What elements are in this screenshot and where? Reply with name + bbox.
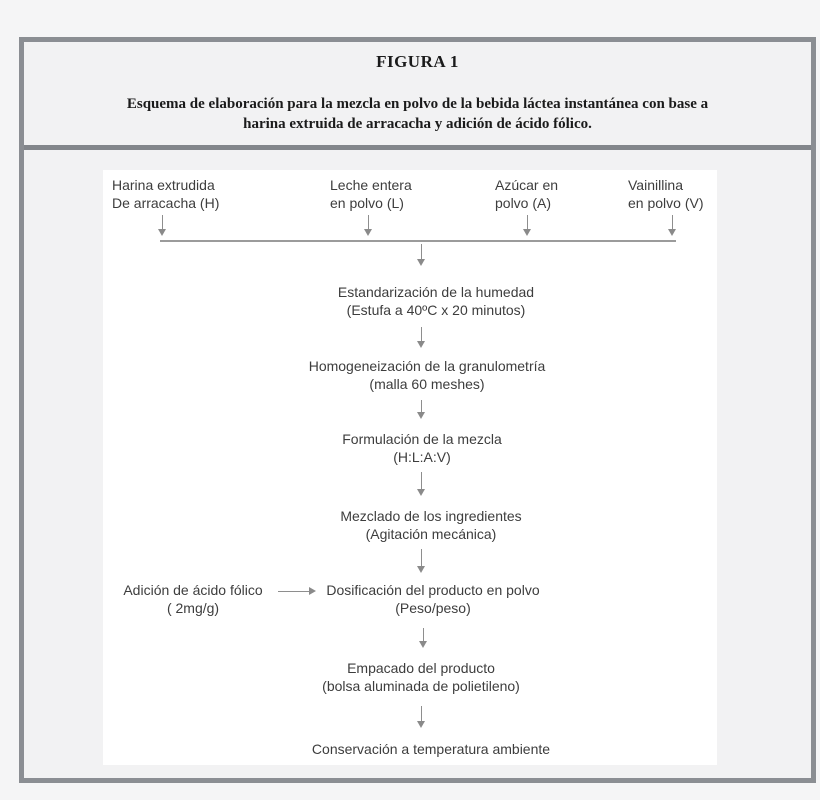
down-arrow-icon bbox=[419, 628, 427, 648]
step-mezclado: Mezclado de los ingredientes (Agitación … bbox=[340, 507, 521, 543]
down-arrow-icon bbox=[417, 706, 425, 728]
figure-header: FIGURA 1 Esquema de elaboración para la … bbox=[24, 42, 811, 150]
figure-title: FIGURA 1 bbox=[376, 52, 459, 71]
input-vainillina-line1: Vainillina bbox=[628, 177, 683, 193]
step-empacado-line2: (bolsa aluminada de polietileno) bbox=[322, 678, 520, 694]
figure-frame: FIGURA 1 Esquema de elaboración para la … bbox=[19, 37, 816, 783]
side-input-acido-folico: Adición de ácido fólico ( 2mg/g) bbox=[113, 581, 273, 617]
input-leche: Leche entera en polvo (L) bbox=[330, 176, 412, 212]
step-mezclado-line1: Mezclado de los ingredientes bbox=[340, 508, 522, 524]
step-mezclado-line2: (Agitación mecánica) bbox=[365, 526, 497, 542]
right-arrow-icon bbox=[278, 587, 316, 595]
step-homogeneizacion: Homogeneización de la granulometría (mal… bbox=[309, 357, 546, 393]
step-homogeneizacion-line2: (malla 60 meshes) bbox=[369, 376, 485, 392]
down-arrow-icon bbox=[417, 327, 425, 348]
figure-caption-line2: harina extruida de arracacha y adición d… bbox=[243, 116, 592, 132]
input-azucar-line1: Azúcar en bbox=[495, 177, 559, 193]
collector-line bbox=[160, 240, 676, 242]
step-homogeneizacion-line1: Homogeneización de la granulometría bbox=[308, 358, 546, 374]
step-formulacion-line1: Formulación de la mezcla bbox=[342, 431, 502, 447]
input-azucar: Azúcar en polvo (A) bbox=[495, 176, 558, 212]
input-leche-line2: en polvo (L) bbox=[330, 195, 404, 211]
input-vainillina-line2: en polvo (V) bbox=[628, 195, 704, 211]
down-arrow-icon bbox=[364, 215, 372, 236]
step-dosificacion-line1: Dosificación del producto en polvo bbox=[326, 582, 540, 598]
step-estandarizacion-line1: Estandarización de la humedad bbox=[337, 284, 535, 300]
step-formulacion: Formulación de la mezcla (H:L:A:V) bbox=[342, 430, 502, 466]
side-input-line1: Adición de ácido fólico bbox=[123, 582, 263, 598]
step-dosificacion: Dosificación del producto en polvo (Peso… bbox=[326, 581, 539, 617]
input-harina-line1: Harina extrudida bbox=[112, 177, 215, 193]
down-arrow-icon bbox=[417, 549, 425, 573]
step-dosificacion-line2: (Peso/peso) bbox=[395, 600, 471, 616]
input-vainillina: Vainillina en polvo (V) bbox=[628, 176, 703, 212]
down-arrow-icon bbox=[523, 215, 531, 236]
input-leche-line1: Leche entera bbox=[330, 177, 412, 193]
step-conservacion: Conservación a temperatura ambiente bbox=[312, 740, 550, 758]
input-harina-line2: De arracacha (H) bbox=[112, 195, 220, 211]
step-empacado-line1: Empacado del producto bbox=[347, 660, 495, 676]
step-estandarizacion-line2: (Estufa a 40ºC x 20 minutos) bbox=[346, 302, 526, 318]
down-arrow-icon bbox=[668, 215, 676, 236]
down-arrow-icon bbox=[417, 472, 425, 496]
step-estandarizacion: Estandarización de la humedad (Estufa a … bbox=[338, 283, 534, 319]
input-harina: Harina extrudida De arracacha (H) bbox=[112, 176, 219, 212]
step-conservacion-line1: Conservación a temperatura ambiente bbox=[311, 741, 551, 757]
down-arrow-icon bbox=[417, 244, 425, 266]
step-empacado: Empacado del producto (bolsa aluminada d… bbox=[322, 659, 520, 695]
side-input-line2: ( 2mg/g) bbox=[166, 600, 220, 616]
flowchart-panel bbox=[103, 170, 717, 765]
figure-caption-line1: Esquema de elaboración para la mezcla en… bbox=[126, 96, 709, 112]
figure-caption: Esquema de elaboración para la mezcla en… bbox=[24, 94, 811, 134]
step-formulacion-line2: (H:L:A:V) bbox=[393, 449, 451, 465]
input-azucar-line2: polvo (A) bbox=[495, 195, 552, 211]
down-arrow-icon bbox=[417, 400, 425, 419]
down-arrow-icon bbox=[158, 215, 166, 236]
